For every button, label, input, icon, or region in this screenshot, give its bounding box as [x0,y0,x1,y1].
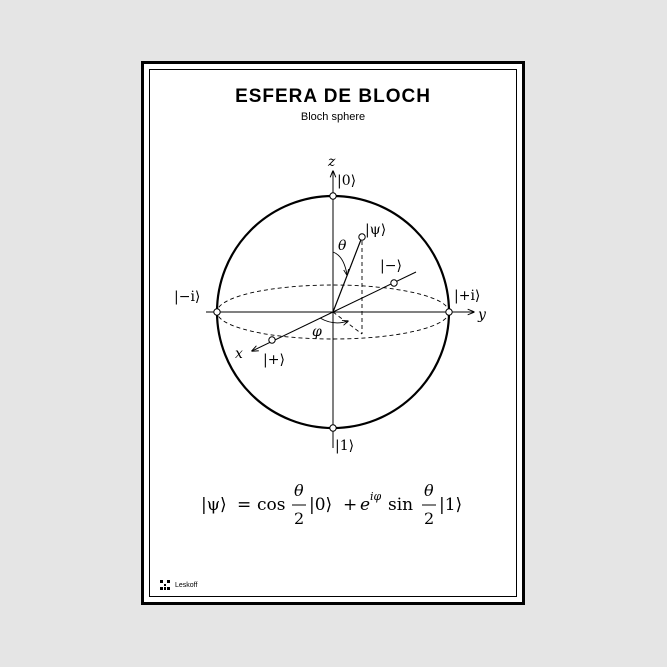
point-minus [390,279,398,287]
psi-projection-radial [332,311,363,335]
poster-title: ESFERA DE BLOCH [235,86,431,107]
formula-exp-base: e [360,495,370,515]
phi-arc [319,317,348,323]
z-axis-label: z [327,154,336,170]
theta-arc [332,251,347,275]
plus-i-label: |+i⟩ [454,288,480,304]
psi-label: |ψ⟩ [365,222,386,238]
ket1-label: |1⟩ [335,438,354,454]
poster-inner-border [149,69,517,597]
phi-label: φ [312,324,322,340]
theta-label: θ [338,238,347,254]
formula-frac2-den: 2 [424,509,434,528]
poster-subtitle: Bloch sphere [300,111,366,123]
point-plus [268,336,276,344]
point-psi [358,233,366,241]
point-ket0 [329,192,337,200]
formula-frac1-num: θ [294,481,304,500]
qr-code-icon [160,580,170,590]
x-axis [252,311,334,351]
bloch-state-formula: |ψ⟩ = cos θ 2 |0⟩ + e iφ sin θ 2 |1⟩ [201,481,462,528]
minus-i-label: |−i⟩ [174,289,200,305]
formula-sin: sin [388,495,413,515]
bloch-sphere-diagram: z y x |0⟩ |1⟩ |+i⟩ |−i⟩ |+⟩ |−⟩ |ψ⟩ θ φ … [174,154,487,528]
point-plus-i [445,308,453,316]
plus-label: |+⟩ [263,352,285,368]
formula-equals: = [237,495,251,515]
x-axis-label: x [235,346,243,362]
point-ket1 [329,424,337,432]
formula-frac1-den: 2 [294,509,304,528]
formula-frac2-num: θ [424,481,434,500]
x-axis-line [332,271,417,313]
formula-ket1: |1⟩ [439,495,462,515]
formula-cos: cos [257,495,285,515]
formula-plus: + [343,495,357,515]
brand-label: Leskoff [175,581,198,589]
formula-exp-sup: iφ [370,490,382,503]
footer: Leskoff [160,580,197,590]
poster: ESFERA DE BLOCH Bloch sphere [141,61,525,605]
minus-label: |−⟩ [380,258,402,274]
y-axis-label: y [477,307,487,323]
formula-lhs: |ψ⟩ [201,495,227,515]
point-minus-i [213,308,221,316]
ket0-label: |0⟩ [337,173,356,189]
formula-ket0: |0⟩ [309,495,332,515]
